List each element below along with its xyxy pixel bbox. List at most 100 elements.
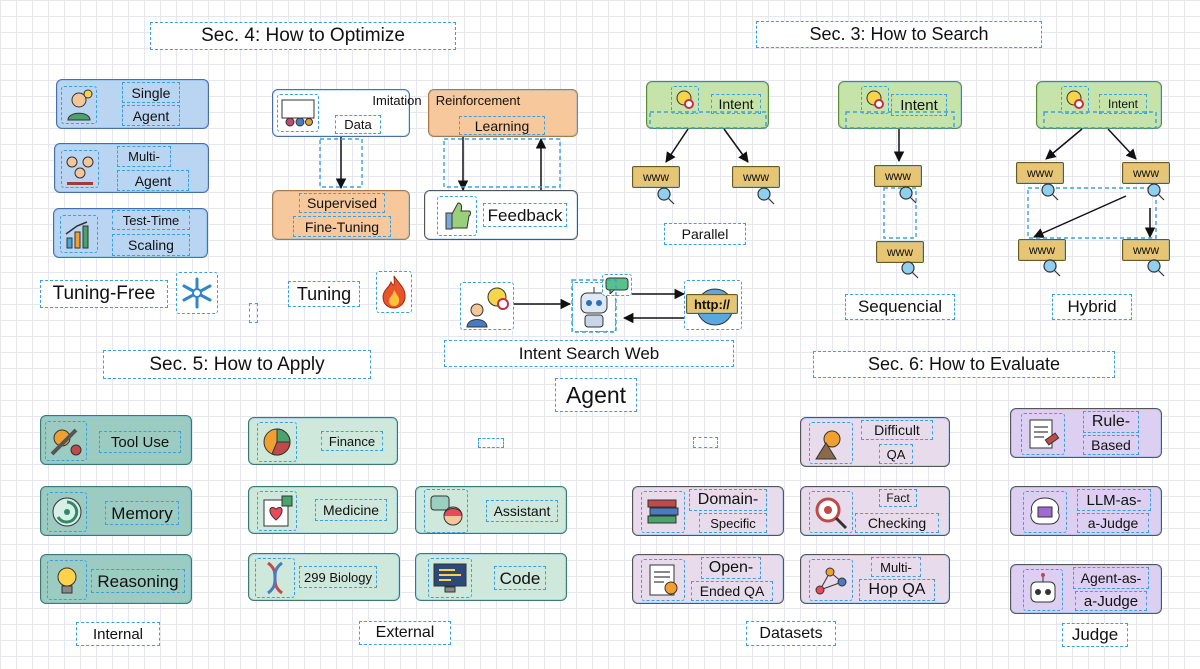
tools-icon (45, 421, 87, 461)
llm-as-a-judge-box: LLM-as- a-Judge (1010, 486, 1162, 536)
placeholder-right (693, 437, 718, 448)
difficult-qa-icon (809, 422, 853, 464)
sft-line2: Fine-Tuning (293, 216, 391, 237)
agent-judge-line1: Agent-as- (1073, 567, 1149, 589)
sequential-frame (845, 111, 955, 129)
section-title-optimize: Sec. 4: How to Optimize (150, 22, 456, 50)
datasets-label: Datasets (746, 621, 836, 646)
www-node-seq-2: www (876, 241, 924, 263)
multi-hop-icon (809, 559, 853, 601)
www-label: www (643, 170, 669, 184)
open-line1: Open- (701, 557, 761, 579)
fire-icon (376, 271, 412, 313)
open-ended-qa-box: Open- Ended QA (632, 554, 784, 604)
assistant-box: Assistant (415, 486, 567, 534)
tuning-link-frame-left (319, 138, 363, 188)
llm-line2: a-Judge (1077, 513, 1149, 533)
rule-gavel-icon (1021, 413, 1065, 455)
center-frame-robot (571, 279, 617, 333)
data-icon (277, 94, 319, 132)
tool-use-box: Tool Use (40, 415, 192, 465)
search-icon (1041, 183, 1055, 197)
multi-agent-box: Multi- Agent (54, 143, 209, 193)
agent-judge-line2: a-Judge (1075, 591, 1147, 611)
hybrid-label: Hybrid (1052, 294, 1132, 320)
sequential-intent-icon (861, 86, 889, 114)
www-label: www (743, 170, 769, 184)
llm-line1: LLM-as- (1077, 489, 1151, 511)
www-label: www (885, 169, 911, 183)
section-title-search: Sec. 3: How to Search (756, 21, 1042, 48)
parallel-label: Parallel (664, 223, 746, 245)
finance-box: Finance (248, 417, 398, 465)
arrow-parallel-left (665, 128, 689, 163)
search-icon (901, 261, 915, 275)
hybrid-frame (1043, 111, 1157, 129)
www-label: www (1133, 243, 1159, 257)
sft-line1: Supervised (299, 193, 385, 213)
scaling-chart-icon (60, 215, 98, 253)
memory-box: Memory (40, 486, 192, 536)
tts-line2: Scaling (112, 234, 190, 256)
www-label: www (1027, 166, 1053, 180)
tuning-link-frame-right (443, 138, 561, 188)
section-title-apply: Sec. 5: How to Apply (103, 350, 371, 379)
http-badge: http:// (686, 294, 738, 314)
rule-line2: Based (1083, 435, 1139, 455)
reasoning-label: Reasoning (91, 569, 185, 593)
sequential-intent-label: Intent (891, 94, 947, 116)
finance-label: Finance (321, 431, 383, 451)
www-label: www (1133, 166, 1159, 180)
tts-line1: Test-Time (112, 210, 190, 230)
arrow-hybrid-left (1045, 128, 1083, 160)
tuning-label: Tuning (288, 281, 360, 307)
llm-brain-icon (1023, 491, 1067, 533)
rule-line1: Rule- (1083, 411, 1139, 433)
parallel-intent-icon (671, 86, 699, 114)
thumbs-feedback-icon (437, 196, 477, 236)
placeholder-left (478, 438, 504, 448)
memory-label: Memory (105, 501, 179, 525)
test-time-scaling-box: Test-Time Scaling (53, 208, 208, 258)
www-node-hybrid-4: www (1122, 239, 1170, 261)
multi-agent-line2: Agent (117, 170, 189, 191)
www-node-seq-1: www (874, 165, 922, 187)
hybrid-link-frame (1027, 187, 1157, 239)
fact-checking-box: Fact Checking (800, 486, 950, 536)
parallel-frame (649, 111, 767, 129)
lightbulb-icon (47, 560, 87, 600)
internal-label: Internal (76, 622, 160, 646)
hybrid-intent-icon (1061, 86, 1089, 114)
difficult-qa-box: Difficult QA (800, 417, 950, 467)
multi-hop-qa-box: Multi- Hop QA (800, 554, 950, 604)
search-icon (1043, 259, 1057, 273)
www-label: www (1029, 243, 1055, 257)
assistant-icon (424, 489, 468, 533)
agent-as-a-judge-box: Agent-as- a-Judge (1010, 564, 1162, 614)
judge-label: Judge (1062, 623, 1128, 647)
multi-agent-line1: Multi- (117, 146, 171, 167)
domain-specific-box: Domain- Specific (632, 486, 784, 536)
sft-box: Supervised Fine-Tuning (272, 190, 410, 240)
dna-icon (255, 558, 295, 598)
rl-box: Learning (428, 89, 578, 137)
difficult-line1: Difficult (861, 420, 933, 440)
hybrid-intent-label: Intent (1099, 94, 1147, 114)
user-intent-icon (460, 282, 514, 330)
data-label: Data (335, 115, 381, 134)
www-node-hybrid-2: www (1122, 162, 1170, 184)
imitation-label: Imitation (372, 92, 422, 108)
code-box: Code (415, 553, 567, 601)
search-icon (899, 186, 913, 200)
fact-check-icon (809, 491, 853, 533)
http-label: http:// (693, 296, 731, 312)
arrow-hybrid-cross (1033, 195, 1127, 238)
external-label: External (359, 621, 451, 645)
arrow-parallel-right (723, 128, 749, 163)
single-agent-line1: Single (122, 82, 180, 103)
rl-line1: Reinforcement (435, 92, 521, 108)
feedback-label: Feedback (483, 203, 567, 227)
medicine-box: Medicine (248, 486, 398, 534)
intent-search-web-caption: Intent Search Web (444, 340, 734, 367)
